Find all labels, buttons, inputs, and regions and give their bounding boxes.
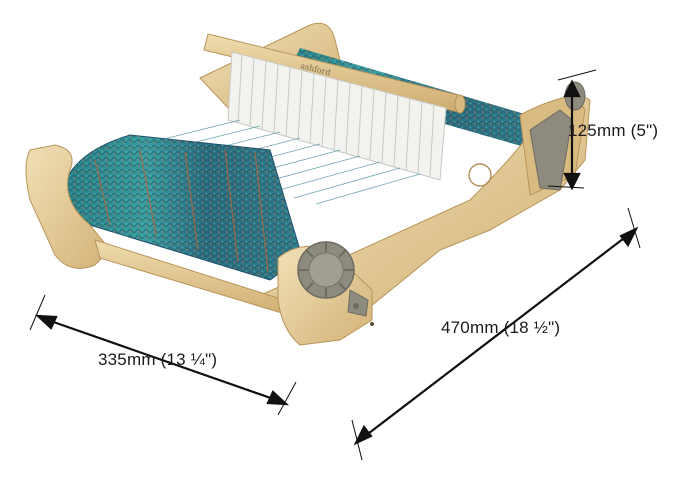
depth-dimension-label: 470mm (18 ½") [441,318,561,337]
height-dimension-label: 125mm (5") [568,121,659,140]
front-pawl [347,289,369,317]
rigid-heddle-reed [227,51,447,181]
brand-logo-mark [468,163,492,187]
front-ratchet-knob [297,241,355,299]
width-dimension-label: 335mm (13 ¼") [98,350,218,369]
tension-paddle [529,109,573,191]
dimension-arrows [29,69,641,461]
left-end-frame [25,144,111,269]
